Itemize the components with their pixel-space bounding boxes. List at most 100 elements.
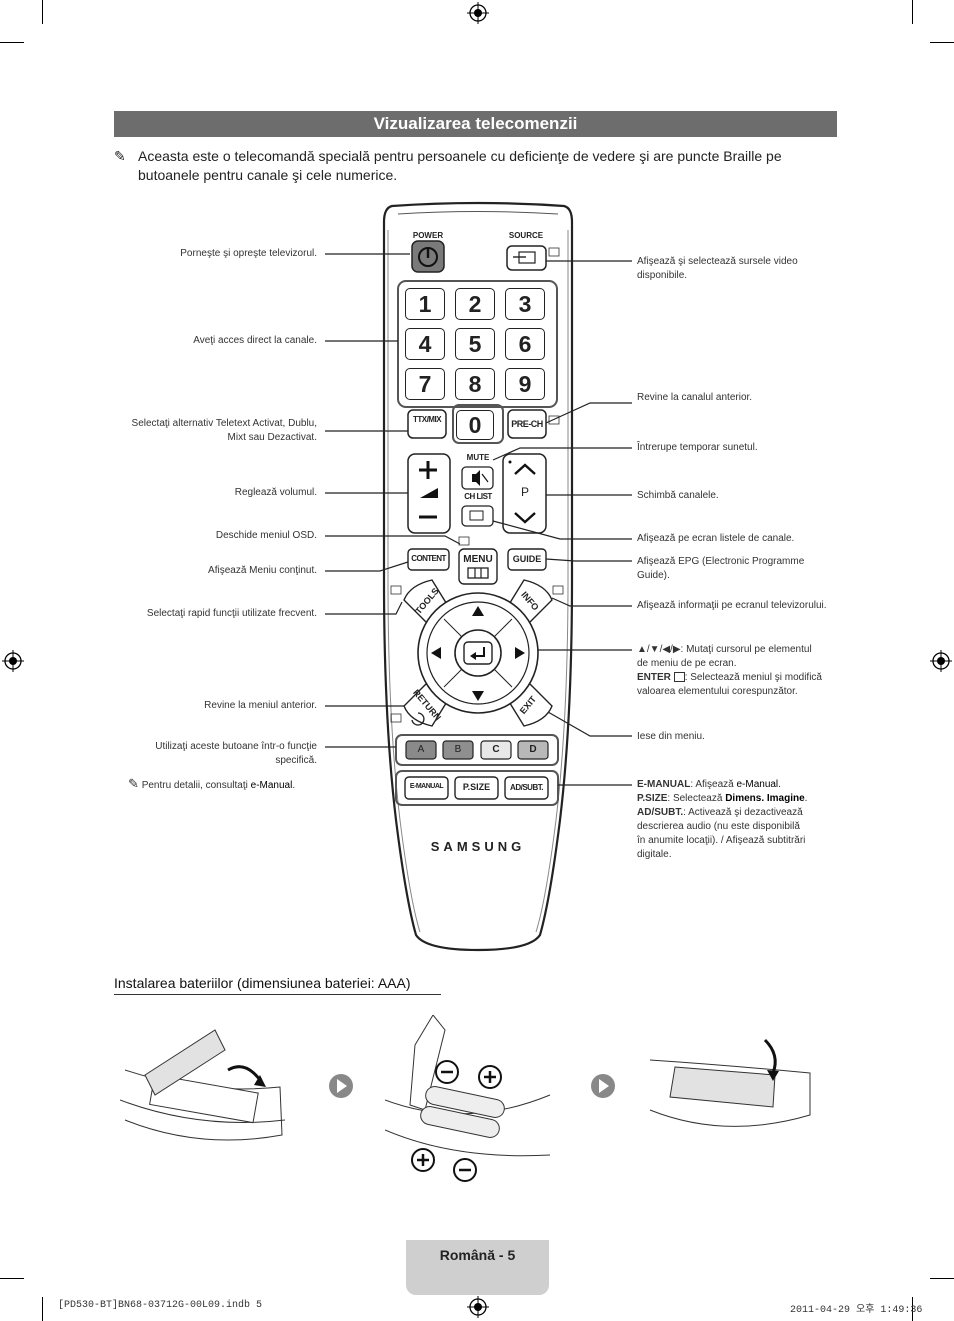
digit-button[interactable]: 6 [505, 328, 545, 360]
label-source-line: disponibile. [637, 270, 688, 281]
digit-button[interactable]: 9 [505, 368, 545, 400]
label-emanual-line: E-MANUAL: Afişează e-Manual. [637, 779, 781, 790]
crop-mark [42, 1297, 43, 1321]
digit-button[interactable]: 8 [455, 368, 495, 400]
brand-logo: SAMSUNG [430, 839, 526, 854]
battery-step-2-illustration [385, 1015, 551, 1182]
ttx-mix-button[interactable]: TTX/MIX [412, 415, 442, 424]
content-button[interactable]: CONTENT [411, 554, 446, 563]
digit-button[interactable]: 0 [456, 410, 494, 440]
subheading-underline [114, 994, 441, 995]
intro-note: ✎ Aceasta este o telecomandă specială pe… [114, 147, 844, 183]
color-button-c[interactable]: C [492, 744, 500, 755]
crop-mark [42, 0, 43, 24]
label-source-line: Afişează şi selectează sursele video [637, 256, 798, 267]
label-psize-line: P.SIZE: Selectează Dimens. Imagine. [637, 793, 808, 804]
label-psize-val: Dimens. Imagine [725, 793, 805, 804]
label-digits: Aveţi acces direct la canale. [193, 335, 317, 346]
label-psize-rest: : Selectează [667, 793, 726, 804]
label-tools: Selectaţi rapid funcţii utilizate frecve… [146, 608, 317, 619]
label-color-line: Utilizaţi aceste butoane într-o funcţie [155, 741, 317, 752]
note-suffix: . [292, 780, 296, 791]
label-ttx-line: Selectaţi alternativ Teletext Activat, D… [131, 418, 317, 429]
label-nav-line: de meniu de pe ecran. [637, 658, 737, 669]
pencil-note-icon: ✎ [114, 148, 126, 164]
crop-mark [930, 42, 954, 43]
label-channel: Schimbă canalele. [637, 490, 719, 501]
label-content: Afişează Meniu conţinut. [208, 565, 317, 576]
label-mute: Întrerupe temporar sunetul. [637, 442, 758, 453]
pre-ch-button[interactable]: PRE-CH [511, 419, 543, 429]
crop-mark [912, 0, 913, 24]
digit-button[interactable]: 1 [405, 288, 445, 320]
label-prech: Revine la canalul anterior. [637, 392, 753, 403]
enter-icon [673, 672, 685, 683]
crop-mark [0, 1278, 24, 1279]
label-guide-line: Afişează EPG (Electronic Programme [637, 556, 805, 567]
label-color-line: specifică. [275, 755, 317, 766]
page-number-tab: Română - 5 [406, 1240, 549, 1295]
label-adsubt-line: descrierea audio (nu este disponibilă [637, 821, 800, 832]
channel-p-label: P [520, 485, 529, 499]
label-emanual-val: e-Manual [736, 779, 779, 790]
digit-button[interactable]: 4 [405, 328, 445, 360]
menu-button[interactable]: MENU [463, 554, 493, 565]
label-adsubt-line: AD/SUBT.: Activează şi dezactivează [637, 806, 847, 820]
label-info: Afişează informaţii pe ecranul televizor… [637, 600, 827, 611]
intro-note-text: Aceasta este o telecomandă specială pent… [138, 148, 782, 183]
digit-button[interactable]: 2 [455, 288, 495, 320]
arrow-right-icon [329, 1074, 353, 1098]
note-prefix: Pentru detalii, consultaţi [141, 780, 251, 791]
ad-subt-button[interactable]: AD/SUBT. [510, 783, 543, 792]
crop-mark [930, 1278, 954, 1279]
label-color-buttons: Utilizaţi aceste butoane într-o funcţie … [100, 740, 317, 768]
guide-button[interactable]: GUIDE [512, 554, 542, 564]
label-guide-line: Guide). [637, 570, 670, 581]
crop-mark [0, 42, 24, 43]
digit-button[interactable]: 7 [405, 368, 445, 400]
label-navigation: ▲/▼/◀/▶: Mutaţi cursorul pe elementul de… [637, 643, 852, 699]
digit-button[interactable]: 3 [505, 288, 545, 320]
crop-mark [912, 1297, 913, 1321]
p-size-button[interactable]: P.SIZE [462, 782, 491, 792]
label-adsubt-line: în anumite locaţii). / Afişează subtitră… [637, 835, 806, 846]
e-manual-button[interactable]: E-MANUAL [409, 783, 444, 790]
battery-step-3-illustration [649, 1038, 811, 1127]
pencil-note-icon: ✎ [128, 776, 139, 791]
label-ttx-line: Mixt sau Dezactivat. [227, 432, 317, 443]
color-button-b[interactable]: B [454, 744, 462, 755]
color-button-a[interactable]: A [417, 744, 425, 755]
label-enter-line2: valoarea elementului corespunzător. [637, 686, 798, 697]
label-adsubt-rest: : Activează şi dezactivează [683, 807, 803, 818]
label-adsubt-line: digitale. [637, 849, 672, 860]
mute-label: MUTE [466, 453, 490, 462]
label-source: Afişează şi selectează sursele video dis… [637, 255, 847, 283]
remote-control-illustration [325, 201, 632, 952]
page-title: Vizualizarea telecomenzii [114, 111, 837, 137]
source-button[interactable]: SOURCE [508, 231, 544, 240]
registration-mark-icon [930, 650, 952, 672]
battery-step-1-illustration [120, 1029, 286, 1141]
label-nav-line: ▲/▼/◀/▶: Mutaţi cursorul pe elementul [637, 644, 812, 655]
label-emanual-rest: : Afişează [690, 779, 737, 790]
label-power: Porneşte şi opreşte televizorul. [180, 248, 317, 259]
label-adsubt-bold: AD/SUBT. [637, 807, 684, 818]
label-ttx: Selectaţi alternativ Teletext Activat, D… [100, 417, 317, 445]
label-emanual-bold: E-MANUAL [637, 779, 691, 790]
label-psize-bold: P.SIZE [637, 793, 668, 804]
label-enter-rest: : Selectează meniul şi modifică [684, 672, 822, 683]
ch-list-label: CH LIST [464, 492, 492, 501]
digit-button[interactable]: 5 [455, 328, 495, 360]
label-guide: Afişează EPG (Electronic Programme Guide… [637, 555, 847, 583]
power-button[interactable]: POWER [412, 231, 444, 240]
label-exit: Iese din meniu. [637, 731, 705, 742]
note-bold: e-Manual [250, 780, 293, 791]
registration-mark-icon [2, 650, 24, 672]
registration-mark-icon [467, 2, 489, 24]
print-stamp: 2011-04-29 오후 1:49:36 [790, 1305, 923, 1316]
label-volume: Reglează volumul. [234, 487, 317, 498]
label-enter-bold: ENTER [637, 672, 671, 683]
label-emanual-note: ✎ Pentru detalii, consultaţi e-Manual. [128, 777, 328, 793]
color-button-d[interactable]: D [529, 744, 537, 755]
label-menu: Deschide meniul OSD. [215, 530, 317, 541]
